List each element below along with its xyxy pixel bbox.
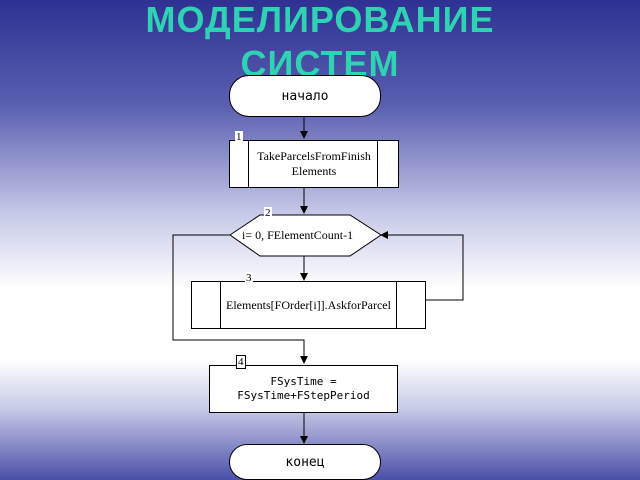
process-block-4: FSysTime = FSysTime+FStepPeriod <box>209 365 398 413</box>
loop-hexagon-text: i= 0, FElementCount-1 <box>242 228 354 242</box>
loop-hexagon <box>229 214 382 257</box>
end-label: конец <box>285 454 325 470</box>
block-number-3: 3 <box>245 272 253 284</box>
arrow-2-exit-to-4 <box>172 234 308 364</box>
block-number-1: 1 <box>235 131 243 143</box>
process-block-3-text: Elements[FOrder[i]].AskforParcel <box>226 297 391 312</box>
process-block-1: TakeParcelsFromFinish Elements <box>229 140 399 188</box>
arrow-3-loop-back <box>380 231 464 301</box>
process-block-3: Elements[FOrder[i]].AskforParcel <box>191 281 426 329</box>
start-terminal: начало <box>229 75 381 117</box>
process-block-1-text: TakeParcelsFromFinish Elements <box>257 149 371 178</box>
slide-title-line1: МОДЕЛИРОВАНИЕ <box>145 0 495 40</box>
end-terminal: конец <box>229 444 381 480</box>
block-number-4: 4 <box>236 355 246 369</box>
process-block-4-text: FSysTime = FSysTime+FStepPeriod <box>237 375 370 402</box>
start-label: начало <box>281 88 329 104</box>
block-number-2: 2 <box>264 207 272 219</box>
